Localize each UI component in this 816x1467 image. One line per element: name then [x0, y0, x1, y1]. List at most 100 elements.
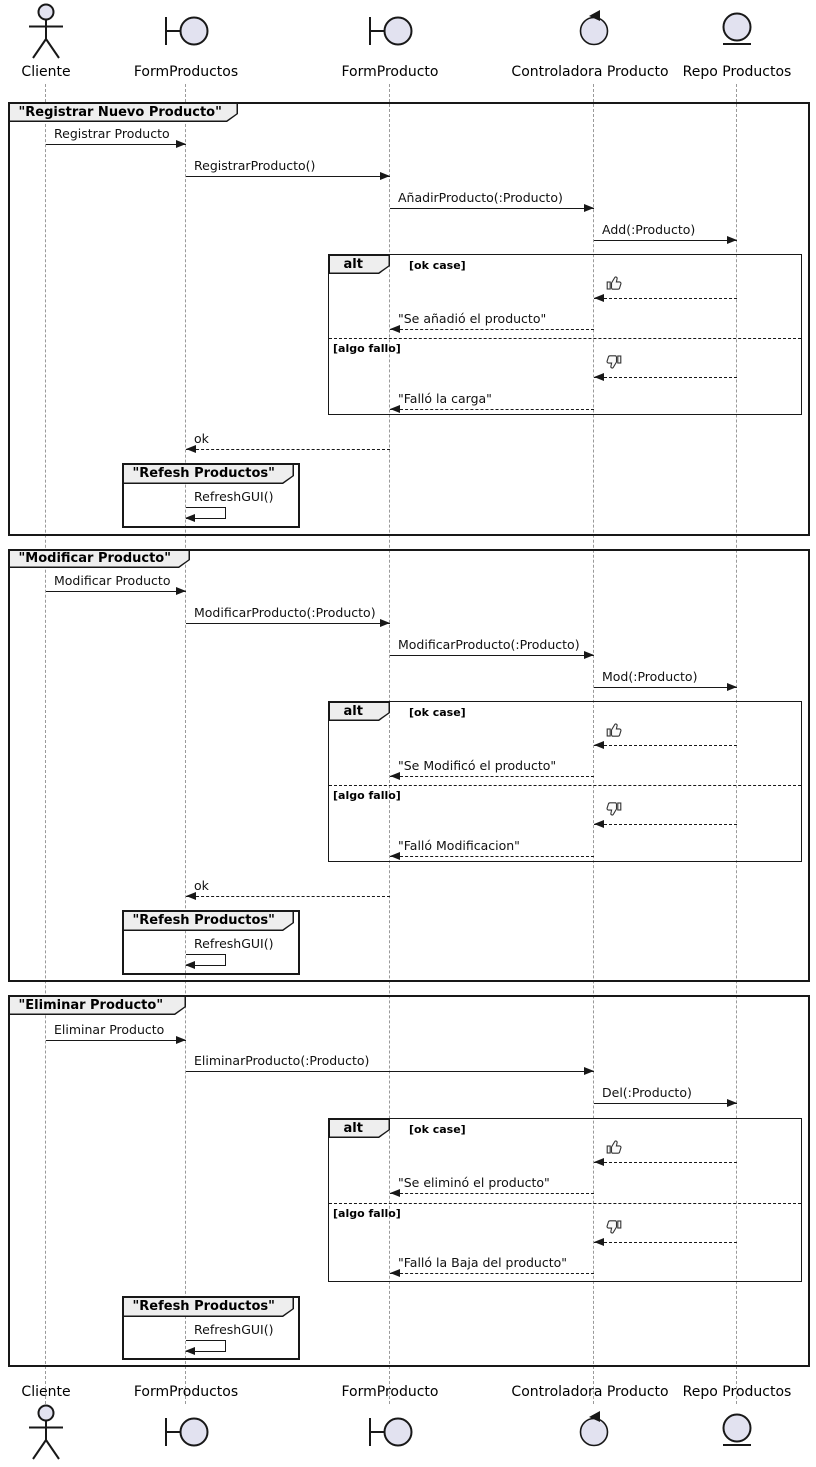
participant-label-repo-bottom: Repo Productos — [682, 1384, 792, 1400]
message-result-fail-2 — [594, 802, 737, 828]
message-anadirproducto-call: AñadirProducto(:Producto) — [390, 187, 594, 212]
alt3-divider — [329, 1203, 801, 1204]
refresh-frame-3-tab: "Refesh Productos" — [122, 1296, 294, 1317]
refresh-frame-2-tab: "Refesh Productos" — [122, 910, 294, 931]
control-controladora-icon-top — [564, 2, 624, 64]
arrowhead-right-icon — [176, 587, 186, 595]
arrowhead-left-icon — [594, 1158, 604, 1166]
arrowhead-left-icon — [594, 373, 604, 381]
alt2-guard-ok: [ok case] — [409, 706, 466, 719]
lifeline-repo-productos — [736, 84, 737, 1404]
participant-label-formproductos-bottom: FormProductos — [133, 1384, 239, 1400]
participant-label-repo-top: Repo Productos — [682, 64, 792, 80]
arrowhead-left-icon — [594, 741, 604, 749]
message-result-ok-3 — [594, 1139, 737, 1166]
frame-modificar-tab: "Modificar Producto" — [8, 549, 190, 568]
frame-registrar-tab: "Registrar Nuevo Producto" — [8, 102, 238, 122]
arrowhead-left-icon — [185, 1347, 195, 1355]
participant-label-formproducto-top: FormProducto — [341, 64, 439, 80]
lifeline-controladora-producto — [593, 84, 594, 1404]
participant-label-cliente-bottom: Cliente — [21, 1384, 71, 1400]
message-fallo-modificacion: "Falló Modificacion" — [390, 835, 594, 860]
arrowhead-right-icon — [584, 651, 594, 659]
message-eliminarproducto-call: EliminarProducto(:Producto) — [186, 1050, 594, 1075]
lifeline-formproductos — [185, 84, 186, 1404]
arrowhead-left-icon — [390, 1189, 400, 1197]
participant-label-formproductos-top: FormProductos — [133, 64, 239, 80]
arrowhead-right-icon — [727, 236, 737, 244]
arrowhead-left-icon — [186, 445, 196, 453]
alt-frame-3: [ok case] [algo fallo] — [328, 1118, 802, 1282]
message-ok-return-1: ok — [186, 428, 390, 453]
alt2-guard-fail: [algo fallo] — [333, 789, 401, 802]
control-controladora-icon-bottom — [564, 1403, 624, 1465]
message-result-fail-3 — [594, 1220, 737, 1246]
message-result-fail-1 — [594, 354, 737, 381]
refresh-frame-1-tab: "Refesh Productos" — [122, 463, 294, 484]
thumbs-up-icon — [606, 275, 622, 295]
message-fallo-carga: "Falló la carga" — [390, 388, 594, 413]
arrowhead-left-icon — [185, 514, 195, 522]
arrowhead-left-icon — [186, 892, 196, 900]
alt3-guard-ok: [ok case] — [409, 1123, 466, 1136]
alt2-tab: alt — [328, 701, 390, 721]
alt1-operator: alt — [343, 256, 363, 272]
frame-eliminar-tab: "Eliminar Producto" — [8, 995, 186, 1015]
frame-modificar-title: "Modificar Producto" — [18, 551, 172, 566]
actor-cliente-icon-bottom — [16, 1403, 76, 1465]
alt2-operator: alt — [343, 703, 363, 719]
arrowhead-right-icon — [584, 204, 594, 212]
self-call-loop — [185, 954, 226, 969]
alt-frame-1: [ok case] [algo fallo] — [328, 254, 802, 415]
self-call-loop — [185, 1340, 226, 1355]
message-fallo-baja: "Falló la Baja del producto" — [390, 1252, 594, 1277]
actor-cliente-icon-top — [16, 2, 76, 64]
message-del-call: Del(:Producto) — [594, 1082, 737, 1107]
thumbs-up-icon — [606, 722, 622, 742]
message-registrarproducto-call: RegistrarProducto() — [186, 155, 390, 180]
message-registrar-producto: Registrar Producto — [46, 123, 186, 148]
arrowhead-left-icon — [594, 294, 604, 302]
arrowhead-left-icon — [594, 820, 604, 828]
frame-registrar-nuevo-producto — [8, 102, 810, 536]
message-mod-call: Mod(:Producto) — [594, 666, 737, 691]
arrowhead-right-icon — [176, 1036, 186, 1044]
arrowhead-right-icon — [727, 683, 737, 691]
arrowhead-left-icon — [390, 405, 400, 413]
frame-eliminar-producto — [8, 995, 810, 1367]
boundary-formproductos-icon-top — [156, 2, 216, 64]
arrowhead-left-icon — [185, 961, 195, 969]
message-result-ok-1 — [594, 275, 737, 302]
self-message-refreshgui-2: RefreshGUI() — [185, 936, 273, 969]
entity-repo-icon-top — [707, 0, 767, 62]
entity-repo-icon-bottom — [707, 1401, 767, 1463]
alt1-guard-fail: [algo fallo] — [333, 342, 401, 355]
message-modificarproducto-call-1: ModificarProducto(:Producto) — [186, 602, 390, 627]
refresh-frame-3-title: "Refesh Productos" — [132, 1299, 275, 1314]
self-message-refreshgui-1: RefreshGUI() — [185, 489, 273, 522]
message-ok-return-2: ok — [186, 875, 390, 900]
arrowhead-right-icon — [176, 140, 186, 148]
message-modificar-producto: Modificar Producto — [46, 570, 186, 595]
arrowhead-right-icon — [584, 1067, 594, 1075]
alt3-guard-fail: [algo fallo] — [333, 1207, 401, 1220]
arrowhead-right-icon — [727, 1099, 737, 1107]
arrowhead-left-icon — [390, 852, 400, 860]
arrowhead-left-icon — [390, 772, 400, 780]
alt3-tab: alt — [328, 1118, 390, 1138]
refresh-frame-2-title: "Refesh Productos" — [132, 913, 275, 928]
thumbs-down-icon — [606, 354, 622, 374]
arrowhead-left-icon — [390, 1269, 400, 1277]
message-se-anadio: "Se añadió el producto" — [390, 308, 594, 333]
boundary-formproductos-icon-bottom — [156, 1403, 216, 1465]
thumbs-up-icon — [606, 1139, 622, 1159]
arrowhead-left-icon — [390, 325, 400, 333]
arrowhead-left-icon — [594, 1238, 604, 1246]
arrowhead-right-icon — [380, 172, 390, 180]
participant-label-controladora-bottom: Controladora Producto — [511, 1384, 669, 1400]
message-result-ok-2 — [594, 722, 737, 749]
self-call-loop — [185, 507, 226, 522]
frame-modificar-producto — [8, 549, 810, 982]
message-eliminar-producto: Eliminar Producto — [46, 1019, 186, 1044]
